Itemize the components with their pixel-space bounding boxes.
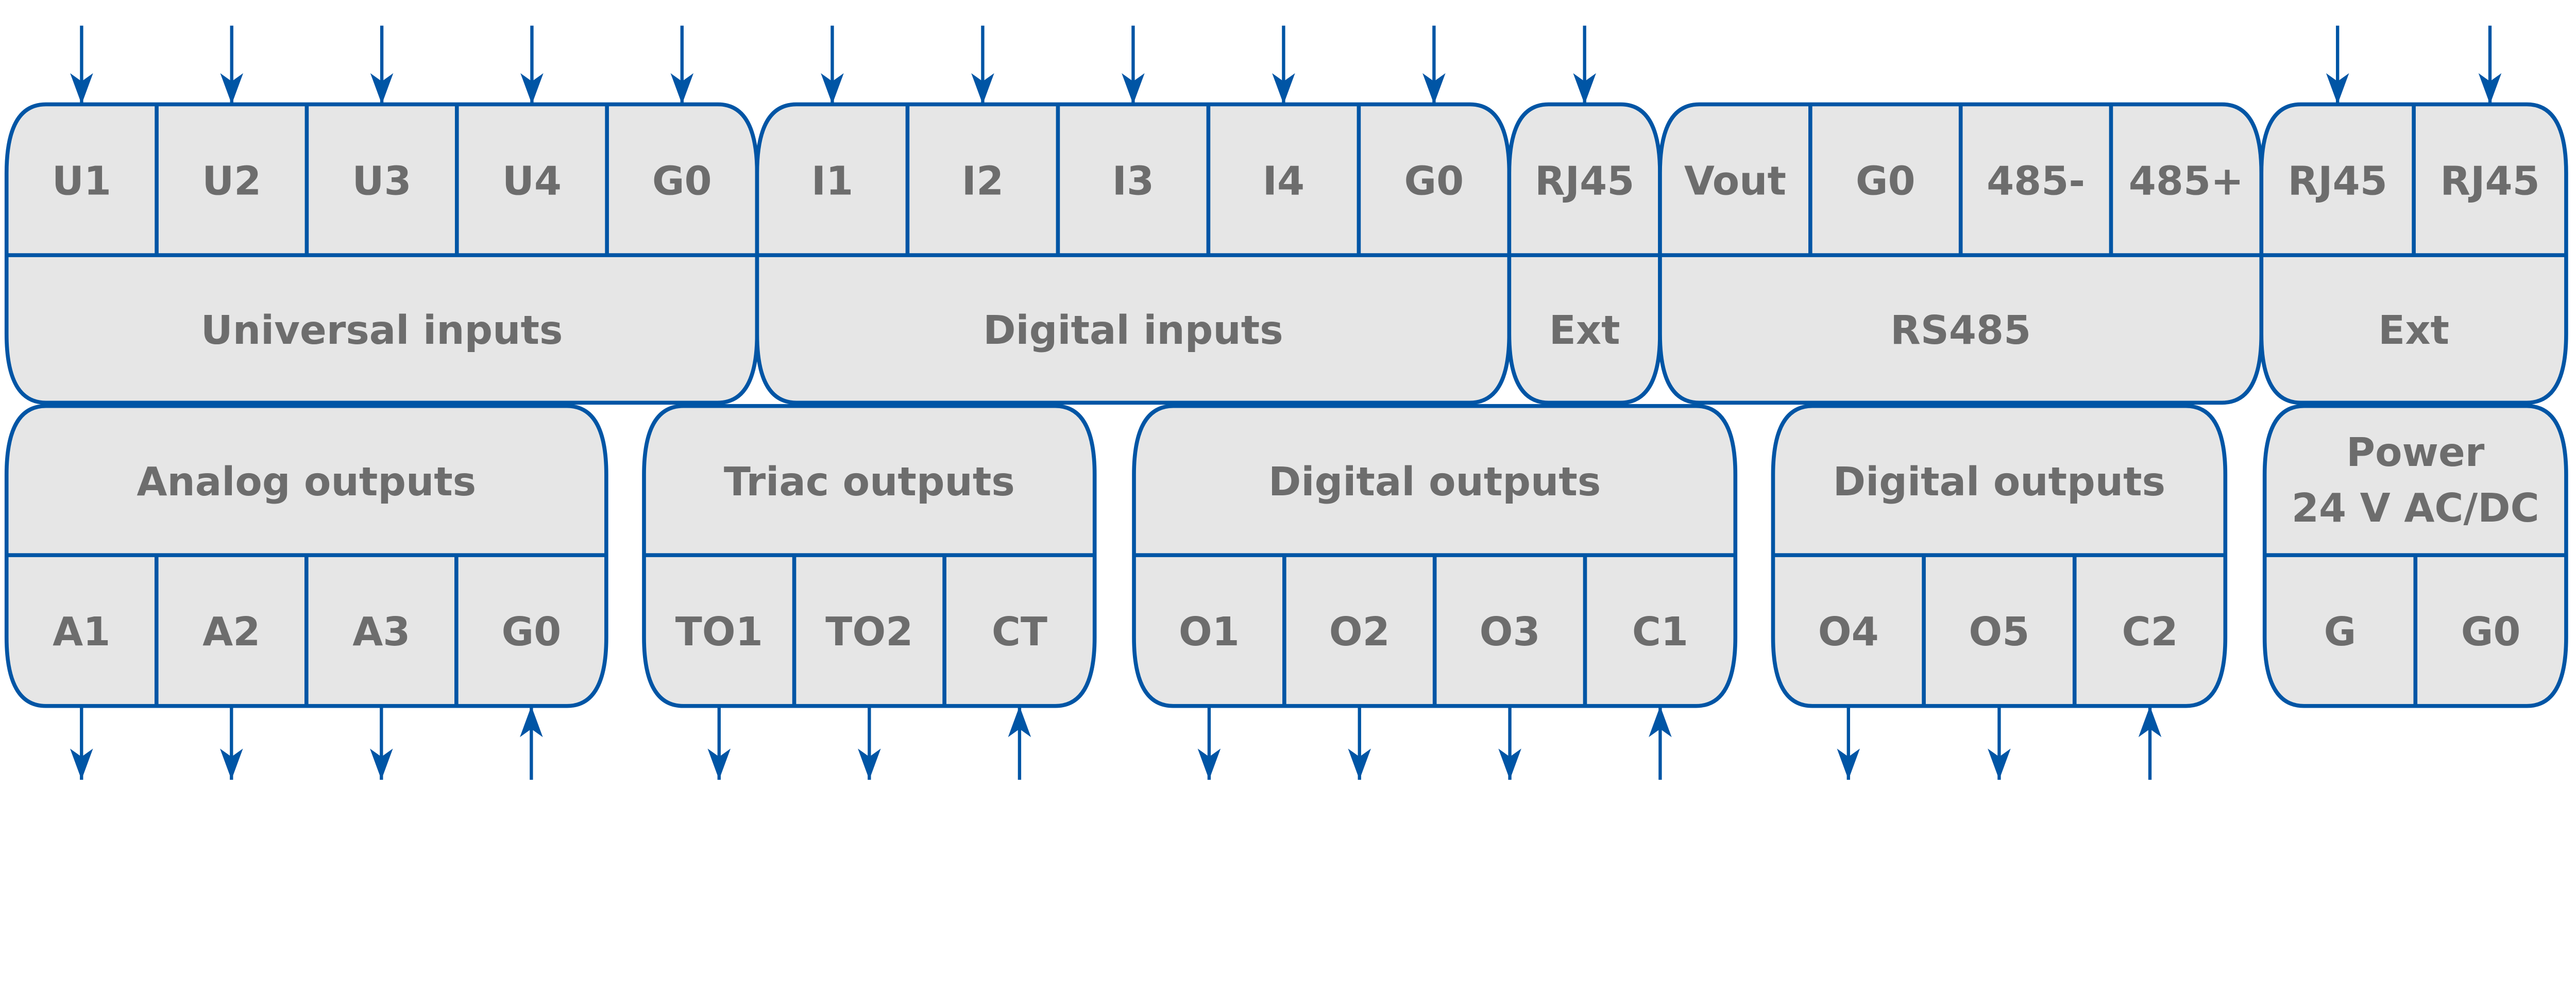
group-label: Analog outputs	[137, 459, 476, 505]
output-arrow-head	[1348, 748, 1371, 780]
output-arrow-head	[1988, 748, 2011, 780]
terminal-label: RJ45	[2288, 158, 2387, 204]
input-arrow-head	[2326, 73, 2349, 105]
terminal-label: G0	[2461, 609, 2521, 655]
group-label: RS485	[1890, 308, 2031, 354]
group-label: Ext	[2378, 308, 2449, 354]
terminal-label: I2	[962, 158, 1004, 204]
input-arrow-head	[370, 73, 394, 105]
return-arrow-head	[1008, 706, 1031, 738]
terminal-label: I1	[811, 158, 854, 204]
terminal-label: A3	[352, 609, 410, 655]
terminal-label: U2	[202, 158, 261, 204]
terminal-label: 485+	[2129, 158, 2244, 204]
terminal-label: O4	[1818, 609, 1879, 655]
terminal-label: I3	[1112, 158, 1155, 204]
return-arrow-head	[1649, 706, 1672, 738]
terminal-label: G	[2324, 609, 2357, 655]
terminal-label: G0	[501, 609, 561, 655]
terminal-label: O5	[1969, 609, 2029, 655]
terminal-label: RJ45	[1535, 158, 1634, 204]
terminal-label: U4	[502, 158, 562, 204]
input-arrow-head	[971, 73, 994, 105]
input-arrow-head	[520, 73, 544, 105]
terminal-label: A1	[53, 609, 110, 655]
output-arrow-head	[220, 748, 243, 780]
output-arrow-head	[707, 748, 731, 780]
terminal-label: TO2	[825, 609, 913, 655]
terminal-label: C2	[2122, 609, 2178, 655]
terminal-label: U1	[52, 158, 111, 204]
terminal-label: G0	[652, 158, 712, 204]
group-label: Triac outputs	[724, 459, 1015, 505]
input-arrow-head	[670, 73, 694, 105]
input-arrow-head	[821, 73, 844, 105]
terminal-label: C1	[1632, 609, 1688, 655]
terminal-label: U3	[352, 158, 412, 204]
terminal-label: O2	[1329, 609, 1390, 655]
terminal-label: G0	[1404, 158, 1464, 204]
terminal-label: RJ45	[2440, 158, 2539, 204]
input-arrow-head	[70, 73, 93, 105]
input-arrow-head	[1573, 73, 1596, 105]
terminal-label: O1	[1179, 609, 1240, 655]
terminal-label: O3	[1480, 609, 1540, 655]
group-label: Digital outputs	[1833, 459, 2165, 505]
return-arrow-head	[520, 706, 543, 738]
terminal-label: A2	[202, 609, 260, 655]
input-arrow-head	[1122, 73, 1145, 105]
group-label: Universal inputs	[201, 308, 563, 354]
terminal-label: G0	[1856, 158, 1916, 204]
terminal-label: I4	[1263, 158, 1305, 204]
terminal-label: CT	[992, 609, 1047, 655]
output-arrow-head	[70, 748, 93, 780]
group-label: Ext	[1549, 308, 1620, 354]
output-arrow-head	[1837, 748, 1860, 780]
output-arrow-head	[370, 748, 393, 780]
return-arrow-head	[2138, 706, 2162, 738]
group-label: 24 V AC/DC	[2292, 486, 2539, 531]
terminal-label: Vout	[1684, 158, 1786, 204]
input-arrow-head	[220, 73, 244, 105]
input-arrow-head	[1422, 73, 1446, 105]
output-arrow-head	[858, 748, 881, 780]
group-label: Power	[2346, 430, 2485, 476]
group-label: Digital outputs	[1268, 459, 1601, 505]
input-arrow-head	[1272, 73, 1295, 105]
input-arrow-head	[2478, 73, 2502, 105]
terminal-label: TO1	[675, 609, 763, 655]
group-label: Digital inputs	[983, 308, 1283, 354]
output-arrow-head	[1498, 748, 1521, 780]
terminal-label: 485-	[1987, 158, 2085, 204]
output-arrow-head	[1197, 748, 1221, 780]
